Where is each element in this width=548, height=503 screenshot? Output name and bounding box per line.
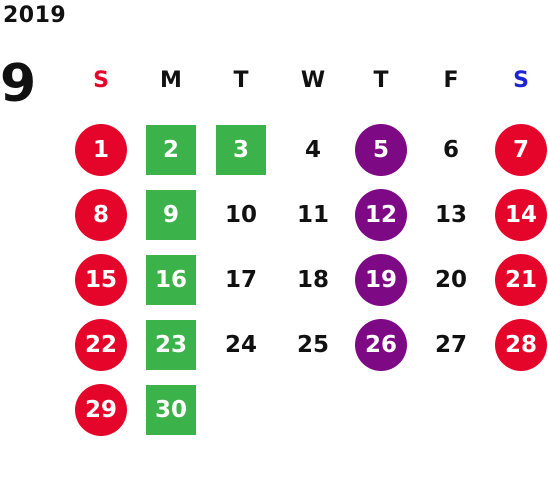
calendar-day-19[interactable]: 19	[355, 254, 407, 306]
calendar-day-4[interactable]: 4	[304, 137, 321, 163]
weekday-tuesday: T	[233, 68, 249, 93]
calendar-day-11[interactable]: 11	[296, 202, 329, 228]
calendar-day-14[interactable]: 14	[495, 189, 547, 241]
calendar-day-6[interactable]: 6	[442, 137, 459, 163]
calendar-day-15[interactable]: 15	[75, 254, 127, 306]
calendar-day-10[interactable]: 10	[224, 202, 257, 228]
calendar-day-8[interactable]: 8	[75, 189, 127, 241]
calendar-day-25[interactable]: 25	[296, 332, 329, 358]
calendar-day-27[interactable]: 27	[434, 332, 467, 358]
calendar-day-29[interactable]: 29	[75, 384, 127, 436]
weekday-friday: F	[443, 68, 459, 93]
calendar-day-13[interactable]: 13	[434, 202, 467, 228]
month-number: 9	[0, 54, 37, 114]
calendar-day-2[interactable]: 2	[146, 125, 196, 175]
calendar-day-30[interactable]: 30	[146, 385, 196, 435]
calendar-day-23[interactable]: 23	[146, 320, 196, 370]
calendar-day-3[interactable]: 3	[216, 125, 266, 175]
weekday-sunday: S	[93, 68, 109, 93]
calendar-day-20[interactable]: 20	[434, 267, 467, 293]
calendar-day-21[interactable]: 21	[495, 254, 547, 306]
weekday-monday: M	[160, 68, 182, 93]
calendar-day-16[interactable]: 16	[146, 255, 196, 305]
calendar-day-9[interactable]: 9	[146, 190, 196, 240]
calendar-day-26[interactable]: 26	[355, 319, 407, 371]
calendar-day-12[interactable]: 12	[355, 189, 407, 241]
calendar-day-28[interactable]: 28	[495, 319, 547, 371]
calendar-day-1[interactable]: 1	[75, 124, 127, 176]
calendar-day-7[interactable]: 7	[495, 124, 547, 176]
calendar-day-5[interactable]: 5	[355, 124, 407, 176]
weekday-header-row: S M T W T F S	[0, 64, 548, 98]
calendar-day-18[interactable]: 18	[296, 267, 329, 293]
weekday-saturday: S	[513, 68, 529, 93]
calendar-day-22[interactable]: 22	[75, 319, 127, 371]
year-label: 2019	[3, 3, 67, 28]
calendar-day-17[interactable]: 17	[224, 267, 257, 293]
weekday-thursday: T	[373, 68, 389, 93]
calendar-day-24[interactable]: 24	[224, 332, 257, 358]
weekday-wednesday: W	[300, 68, 326, 93]
